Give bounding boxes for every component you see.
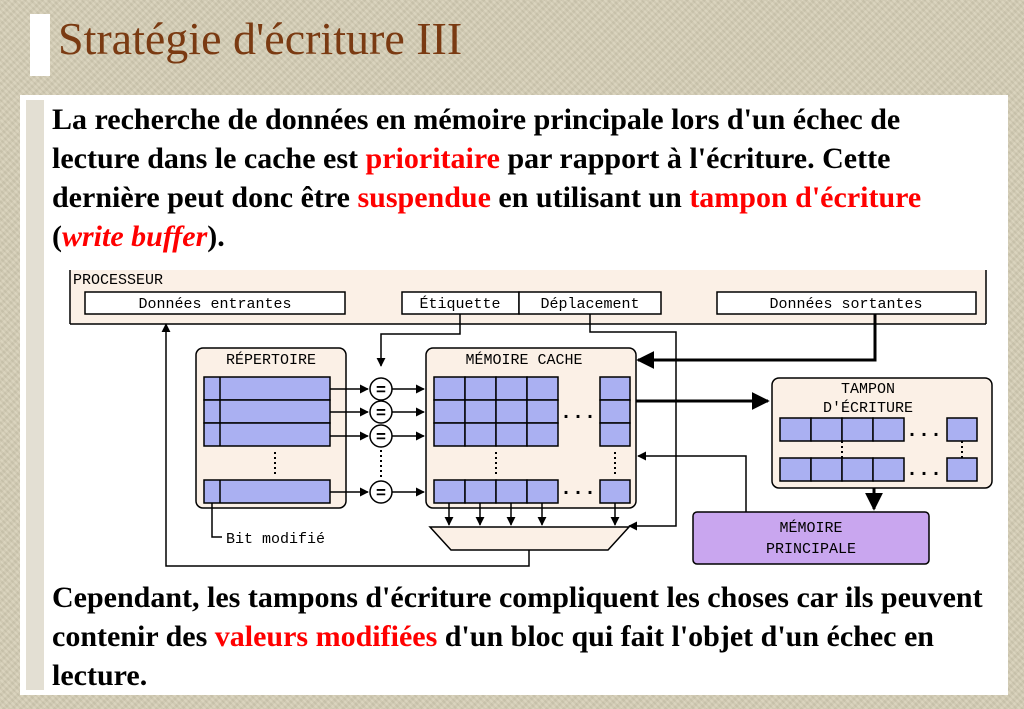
tag-label: Étiquette: [419, 295, 500, 313]
multiplexer: [428, 526, 631, 551]
intro-text-1: La recherche de données en mémoire princ…: [52, 103, 901, 175]
cache-grid: [433, 376, 631, 504]
dirty-bit-pointer: [211, 503, 222, 538]
outro-text-1: Cependant, les tampons d'écriture compli…: [52, 581, 983, 653]
svg-text:=: =: [376, 382, 386, 401]
directory-label: RÉPERTOIRE: [226, 351, 316, 369]
main-memory-label-1: MÉMOIRE: [779, 519, 842, 537]
dirty-bit-label: Bit modifié: [226, 531, 325, 548]
read-data-path: [161, 323, 530, 567]
comparator-signs: = = = =: [376, 382, 386, 504]
intro-highlight-write-buffer: write buffer: [62, 220, 208, 253]
title-marker: [30, 14, 50, 76]
directory-to-comparator-arrows: [330, 384, 369, 497]
intro-highlight-tampon: tampon d'écriture: [689, 181, 922, 214]
cache-to-mux-arrows: [444, 503, 620, 526]
processor-label: PROCESSEUR: [73, 272, 163, 289]
side-bar: [26, 100, 44, 690]
svg-text:=: =: [376, 405, 386, 424]
cache-label: MÉMOIRE CACHE: [465, 351, 582, 369]
comparators: [369, 377, 393, 504]
tag-bus: [376, 314, 461, 367]
svg-text:=: =: [376, 429, 386, 448]
outro-text-2: d'un bloc qui fait l'objet d'un échec en…: [52, 620, 934, 692]
intro-paragraph: La recherche de données en mémoire princ…: [52, 100, 982, 256]
data-out-to-cache: [636, 314, 877, 369]
intro-text-2: par rapport à l'écriture. Cette dernière…: [52, 142, 891, 214]
data-out-label: Données sortantes: [769, 296, 922, 313]
outro-paragraph: Cependant, les tampons d'écriture compli…: [52, 578, 992, 695]
main-memory-box: [692, 511, 930, 565]
main-memory-label-2: PRINCIPALE: [766, 541, 856, 558]
offset-line: [589, 314, 677, 531]
intro-text-5: ).: [207, 220, 225, 253]
intro-highlight-suspendue: suspendue: [357, 181, 491, 214]
write-buffer-cells: [779, 417, 978, 482]
write-buffer-diagram: PROCESSEUR Données entrantes Étiquette D…: [69, 270, 993, 567]
data-in-field: [84, 291, 346, 315]
directory-rows: [203, 376, 331, 504]
memory-to-cache: [637, 451, 747, 513]
data-in-label: Données entrantes: [138, 296, 291, 313]
intro-text-4: (: [52, 220, 62, 253]
write-buffer-label-2: D'ÉCRITURE: [823, 399, 913, 417]
intro-highlight-prioritaire: prioritaire: [365, 142, 500, 175]
comparator-to-cache-arrows: [392, 384, 425, 497]
outro-highlight-valeurs: valeurs modifiées: [214, 620, 438, 653]
write-buffer-label-1: TAMPON: [841, 381, 895, 398]
cache-ellipsis-2: ...: [560, 478, 596, 501]
cache-ellipsis-1: ...: [560, 402, 596, 425]
buffer-ellipsis-2: ...: [906, 459, 942, 482]
data-out-field: [716, 291, 977, 315]
svg-text:=: =: [376, 485, 386, 504]
offset-label: Déplacement: [540, 296, 639, 313]
slide-title: Stratégie d'écriture III: [58, 13, 463, 64]
intro-text-3: en utilisant un: [490, 181, 690, 214]
buffer-ellipsis-1: ...: [906, 420, 942, 443]
